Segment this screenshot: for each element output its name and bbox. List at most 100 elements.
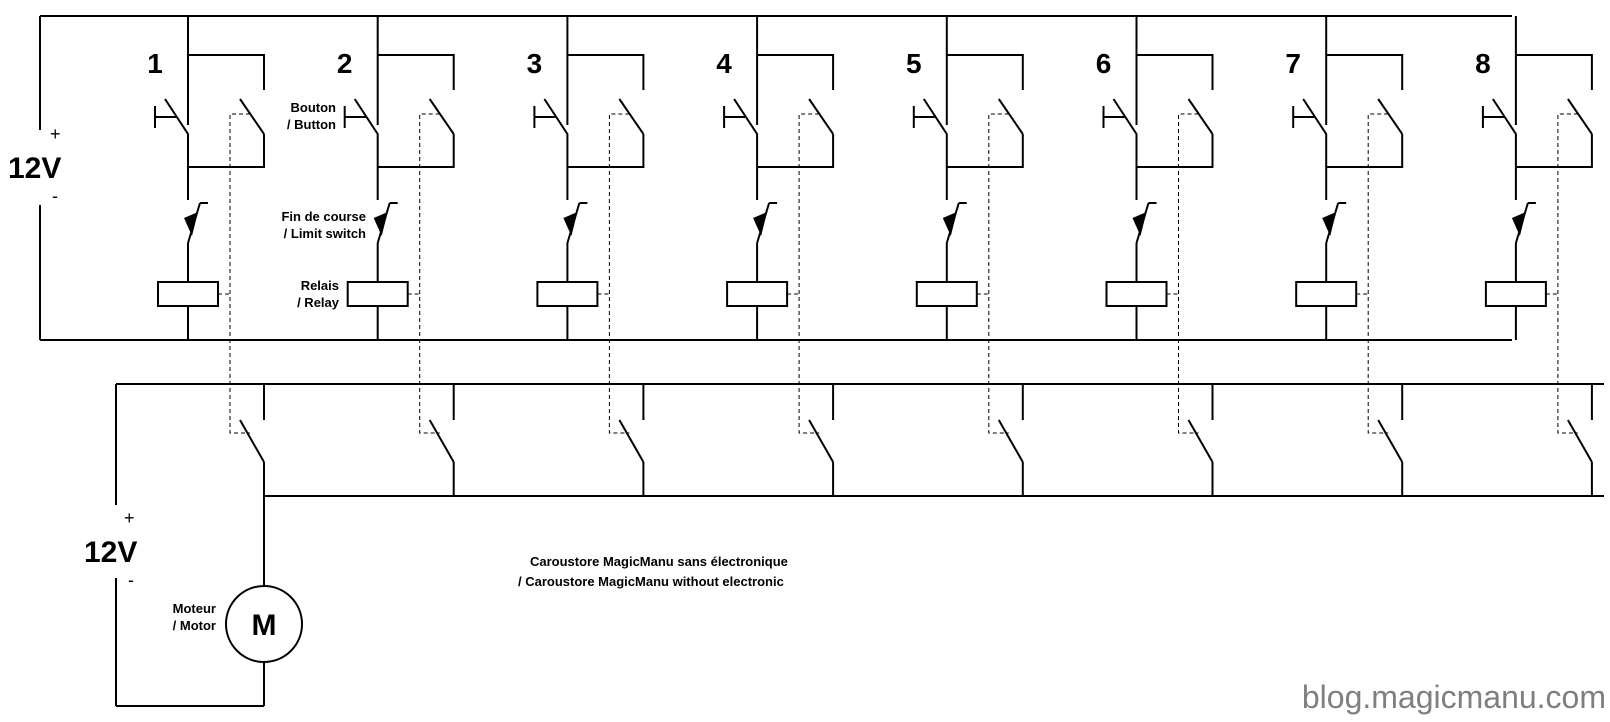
limit-switch-arrow [563,212,578,236]
hold-contact [1187,98,1214,135]
push-button [922,98,948,167]
channel-number: 1 [147,48,163,79]
motor-contact [618,419,645,463]
channel-3: 3 [527,16,645,496]
hold-return-wire [1136,134,1214,168]
channel-number: 7 [1285,48,1301,79]
channel-number: 3 [527,48,543,79]
push-button [1492,98,1517,167]
top-minus-sign: - [52,186,58,206]
top-supply-circuit: + 12V - [8,15,1512,341]
channel-8: 8 [1475,16,1593,496]
mechanical-link [1557,113,1578,434]
mechanical-link [419,113,440,434]
hold-branch-wire [946,54,1024,90]
limit-switch-arrow [184,212,198,236]
motor-contact [1377,419,1404,463]
hold-branch-wire [1326,54,1404,90]
motor-contact [1567,419,1593,463]
channel-6: 6 [1096,16,1214,496]
mechanical-link [798,113,820,434]
button-label-en: / Button [287,117,336,132]
relay-coil [1484,281,1547,307]
motor-letter: M [252,609,277,642]
relay-label-fr: Relais [301,278,339,293]
hold-contact [1377,98,1404,135]
hold-contact [428,98,455,135]
hold-branch-wire [1136,54,1214,90]
hold-return-wire [377,134,455,168]
channel-7: 7 [1285,16,1404,496]
channel-4: 4 [716,16,835,496]
hold-return-wire [1515,134,1593,168]
mechanical-link [229,113,250,434]
mechanical-link [608,113,630,434]
hold-return-wire [1326,134,1404,168]
bottom-minus-sign: - [128,570,134,590]
relay-coil [726,281,789,307]
motor-label-en: / Motor [173,618,216,633]
limit-switch-arrow [1511,212,1526,236]
hold-branch-wire [757,54,835,90]
hold-contact [618,98,645,135]
push-button [164,98,189,167]
diagram-caption: Caroustore MagicManu sans électronique /… [518,554,788,589]
hold-contact [1567,98,1593,135]
limit-switch-arrow [373,212,388,236]
hold-branch-wire [567,54,645,90]
mechanical-link [1367,113,1389,434]
top-plus-sign: + [50,124,61,144]
motor-symbol [225,585,303,663]
bottom-plus-sign: + [124,508,135,528]
relay-coil [1105,281,1168,307]
mechanical-link [1178,113,1199,434]
push-button [1112,98,1138,167]
channel-number: 2 [337,48,353,79]
relay-label-en: / Relay [297,295,340,310]
hold-branch-wire [188,54,265,90]
mechanical-link [988,113,1009,434]
push-button [353,98,379,167]
channel-5: 5 [906,16,1024,496]
limit-switch-label-fr: Fin de course [281,209,366,224]
hold-return-wire [946,134,1024,168]
hold-return-wire [757,134,835,168]
relay-coil [915,281,978,307]
caption-line-en: / Caroustore MagicManu without electroni… [518,574,784,589]
channel-1: 1 [147,16,265,496]
hold-return-wire [188,134,265,168]
motor-contact [1187,419,1214,463]
hold-contact [808,98,834,135]
relay-coil [536,281,599,307]
watermark-url: blog.magicmanu.com [1302,679,1606,715]
caption-line-fr: Caroustore MagicManu sans électronique [530,554,788,569]
limit-switch-arrow [753,212,768,236]
motor-contact [239,419,265,463]
channel-number: 6 [1096,48,1112,79]
component-labels: Bouton / Button Fin de course / Limit sw… [281,100,366,310]
hold-contact [239,98,265,135]
hold-branch-wire [377,54,455,90]
bottom-voltage-label: 12V [84,536,137,569]
top-voltage-label: 12V [8,152,61,185]
motor-contact [808,419,834,463]
push-button [1302,98,1328,167]
hold-contact [997,98,1024,135]
relay-coil [1295,281,1358,307]
relay-coil [157,281,219,307]
motor-contact [997,419,1024,463]
push-button [733,98,759,167]
limit-switch-arrow [1132,212,1147,236]
push-button [543,98,569,167]
relay-coil [346,281,409,307]
limit-switch-arrow [1322,212,1337,236]
channel-2: 2 [337,16,455,496]
channel-number: 5 [906,48,922,79]
limit-switch-label-en: / Limit switch [284,226,366,241]
limit-switch-arrow [942,212,957,236]
motor-contact [428,419,455,463]
button-label-fr: Bouton [291,100,337,115]
motor-label-fr: Moteur [173,601,216,616]
hold-branch-wire [1515,54,1593,90]
